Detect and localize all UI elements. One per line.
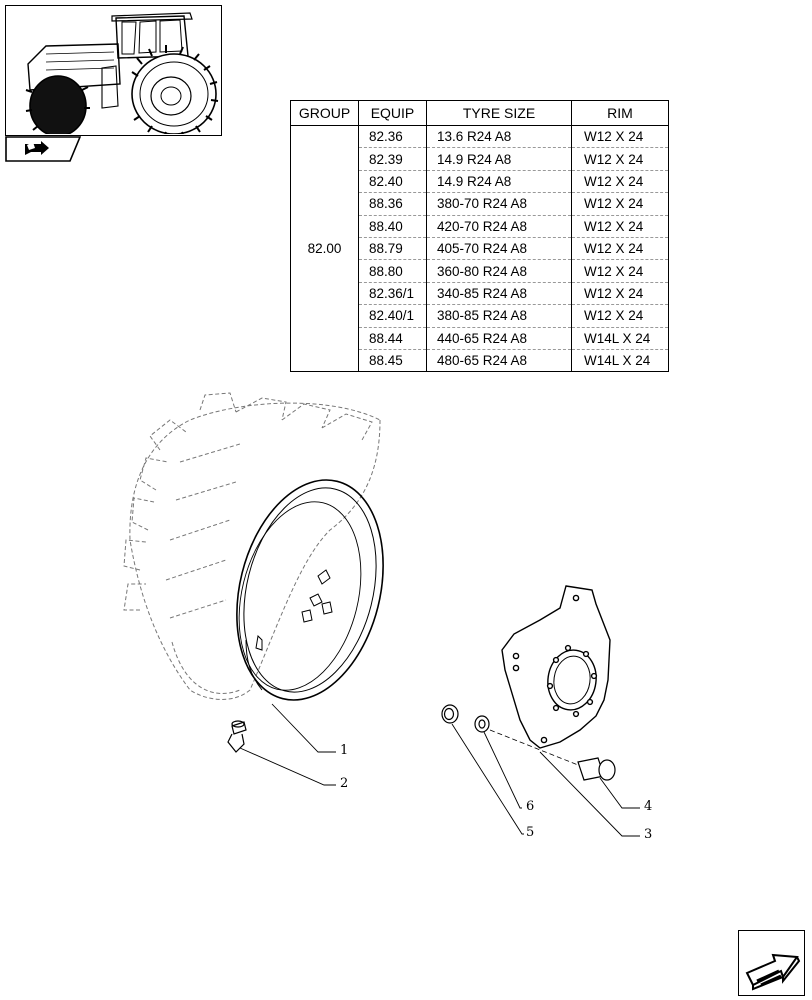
section-tab — [5, 136, 82, 167]
tyre-cell: 420-70 R24 A8 — [426, 215, 572, 238]
table-row: 82.40 14.9 R24 A8 W12 X 24 — [291, 170, 669, 194]
tyre-cell: 14.9 R24 A8 — [426, 147, 572, 171]
rim-cell: W12 X 24 — [571, 125, 669, 149]
table-row: 88.79 405-70 R24 A8 W12 X 24 — [291, 237, 669, 261]
tyre-cell: 405-70 R24 A8 — [426, 237, 572, 261]
tyre-cell: 440-65 R24 A8 — [426, 327, 572, 350]
section-arrow-icon — [5, 136, 82, 162]
tyre-cell: 360-80 R24 A8 — [426, 259, 572, 283]
header-group: GROUP — [290, 100, 359, 126]
tyre-cell: 380-85 R24 A8 — [426, 304, 572, 328]
rim — [236, 479, 384, 701]
washer — [474, 715, 490, 733]
table-row: 88.44 440-65 R24 A8 W14L X 24 — [291, 327, 669, 350]
tractor-front-wheel-icon — [25, 12, 219, 139]
valve — [227, 720, 247, 753]
wheel-disc — [501, 585, 611, 749]
equip-cell: 88.44 — [358, 327, 427, 350]
tyre-cell: 13.6 R24 A8 — [426, 125, 572, 149]
rim-cell: W14L X 24 — [571, 327, 669, 350]
next-page-arrow-icon — [745, 953, 801, 991]
next-page-button[interactable] — [738, 930, 805, 996]
rim-cell: W12 X 24 — [571, 237, 669, 261]
header-rim: RIM — [571, 100, 669, 126]
callout-2: 2 — [340, 776, 349, 791]
table-row: 82.39 14.9 R24 A8 W12 X 24 — [291, 147, 669, 171]
table-row: 88.40 420-70 R24 A8 W12 X 24 — [291, 215, 669, 238]
tyre-rim-table: GROUP EQUIP TYRE SIZE RIM 82.00 82.36 13… — [290, 100, 669, 373]
rim-cell: W12 X 24 — [571, 215, 669, 238]
equip-cell: 88.40 — [358, 215, 427, 238]
table-row: 82.36/1 340-85 R24 A8 W12 X 24 — [291, 282, 669, 306]
equip-cell: 82.40/1 — [358, 304, 427, 328]
callout-5: 5 — [526, 825, 535, 840]
nut — [441, 704, 459, 724]
rim-cell: W14L X 24 — [571, 349, 669, 372]
table-row: 88.36 380-70 R24 A8 W12 X 24 — [291, 192, 669, 216]
table-row: 88.45 480-65 R24 A8 W14L X 24 — [291, 349, 669, 372]
table-row: 82.40/1 380-85 R24 A8 W12 X 24 — [291, 304, 669, 328]
callout-4: 4 — [644, 799, 653, 814]
equip-cell: 88.79 — [358, 237, 427, 261]
table-row: 88.80 360-80 R24 A8 W12 X 24 — [291, 259, 669, 283]
equip-cell: 82.36/1 — [358, 282, 427, 306]
equip-cell: 82.36 — [358, 125, 427, 149]
callout-1: 1 — [340, 743, 349, 758]
callout-6: 6 — [526, 799, 535, 814]
tyre-cell: 14.9 R24 A8 — [426, 170, 572, 194]
equip-cell: 82.40 — [358, 170, 427, 194]
equip-cell: 88.45 — [358, 349, 427, 372]
rim-cell: W12 X 24 — [571, 147, 669, 171]
tyre-outline — [123, 392, 381, 700]
header-equip: EQUIP — [358, 100, 427, 126]
rim-cell: W12 X 24 — [571, 304, 669, 328]
rim-cell: W12 X 24 — [571, 192, 669, 216]
tractor-thumbnail — [5, 5, 222, 139]
table-header-row: GROUP EQUIP TYRE SIZE RIM — [290, 100, 669, 126]
callout-3: 3 — [644, 827, 653, 842]
header-tyre-size: TYRE SIZE — [426, 100, 572, 126]
tyre-cell: 480-65 R24 A8 — [426, 349, 572, 372]
rim-cell: W12 X 24 — [571, 282, 669, 306]
bolt — [577, 757, 616, 781]
table-row: 82.00 82.36 13.6 R24 A8 W12 X 24 — [291, 125, 669, 256]
tyre-cell: 340-85 R24 A8 — [426, 282, 572, 306]
equip-cell: 88.80 — [358, 259, 427, 283]
equip-cell: 82.39 — [358, 147, 427, 171]
rim-cell: W12 X 24 — [571, 259, 669, 283]
tyre-cell: 380-70 R24 A8 — [426, 192, 572, 216]
group-cell: 82.00 — [307, 241, 342, 257]
rim-cell: W12 X 24 — [571, 170, 669, 194]
equip-cell: 88.36 — [358, 192, 427, 216]
